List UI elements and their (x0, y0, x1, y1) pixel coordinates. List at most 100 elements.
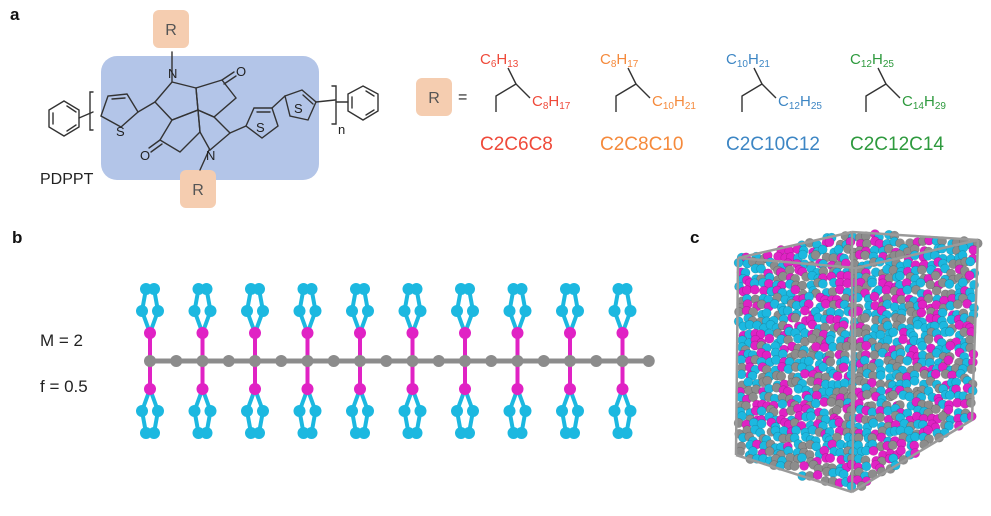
box-bead (806, 411, 816, 422)
f-label: f = 0.5 (40, 377, 88, 396)
box-bead (776, 371, 787, 382)
tip-bead (620, 283, 633, 295)
box-bead (887, 440, 898, 451)
box-bead (916, 307, 927, 318)
backbone-bead (327, 355, 340, 367)
box-bead (756, 406, 767, 416)
tip-bead (293, 405, 306, 417)
box-bead (860, 250, 870, 261)
tip-bead (136, 305, 148, 317)
box-bead (875, 370, 886, 381)
tip-bead (305, 283, 318, 295)
tip-bead (253, 283, 265, 295)
box-bead (789, 461, 800, 471)
box-bead (790, 312, 801, 323)
tip-bead (305, 427, 318, 439)
side-chain-top-formula: C6H13 (480, 51, 519, 70)
side-chain-name: C2C8C10 (600, 134, 683, 155)
backbone-bead (249, 355, 261, 367)
box-bead (861, 461, 872, 472)
box-bead (826, 397, 837, 407)
box-bead (743, 377, 754, 387)
polymer-name: PDPPT (40, 171, 94, 188)
backbone-bead (642, 355, 655, 367)
atom-n-bottom: N (206, 148, 215, 163)
tip-bead (362, 305, 374, 317)
backbone-bead (301, 355, 314, 367)
linker-bead (301, 327, 314, 339)
tip-bead (463, 427, 475, 439)
box-bead (898, 334, 908, 345)
linker-bead (616, 327, 629, 339)
box-bead (800, 305, 810, 316)
tip-bead (451, 305, 463, 317)
tip-bead (620, 427, 633, 439)
tip-bead (414, 305, 427, 317)
atom-o-top: O (236, 64, 246, 79)
box-edge (850, 267, 858, 493)
box-bead (817, 244, 828, 255)
box-edge (851, 230, 979, 242)
box-bead (797, 452, 807, 463)
tip-bead (624, 405, 637, 417)
box-bead (819, 342, 830, 353)
tip-bead (451, 405, 463, 417)
tip-bead (152, 305, 164, 317)
simulation-box (733, 229, 983, 494)
box-bead (777, 399, 788, 409)
tip-bead (200, 283, 213, 295)
box-bead (811, 341, 821, 352)
box-bead (818, 362, 828, 372)
tip-bead (515, 427, 528, 439)
atom-s-middle: S (256, 120, 265, 135)
box-bead (895, 270, 905, 281)
linker-bead (301, 383, 314, 395)
box-bead (896, 313, 907, 324)
box-bead (944, 420, 954, 431)
box-bead (915, 277, 926, 288)
tip-bead (148, 283, 160, 295)
box-bead (964, 270, 975, 281)
tip-bead (358, 283, 370, 295)
box-bead (966, 397, 976, 408)
box-bead (810, 398, 821, 409)
side-chain-top-formula: C8H17 (600, 51, 639, 70)
tip-bead (410, 283, 423, 295)
box-bead (832, 371, 843, 382)
box-edge (737, 230, 853, 260)
box-bead (945, 390, 955, 401)
tip-bead (463, 283, 475, 295)
box-bead (749, 284, 760, 295)
tip-bead (556, 305, 568, 317)
tip-bead (204, 305, 217, 317)
box-bead (810, 250, 821, 260)
side-chain-right-formula: C10H21 (652, 93, 696, 112)
left-phenyl-ring (48, 100, 94, 137)
box-bead (761, 308, 772, 318)
box-bead (930, 369, 941, 379)
tip-bead (410, 427, 423, 439)
linker-bead (249, 383, 261, 395)
tip-bead (148, 427, 160, 439)
box-bead (931, 404, 941, 414)
box-edge (734, 257, 740, 456)
box-bead (862, 389, 872, 400)
tip-bead (358, 427, 370, 439)
atom-n-top: N (168, 66, 177, 81)
linker-bead (564, 327, 576, 339)
box-bead (799, 460, 809, 471)
linker-bead (511, 327, 524, 339)
box-bead (869, 350, 880, 360)
box-bead (917, 299, 928, 310)
side-chain-name: C2C12C14 (850, 134, 944, 155)
tip-bead (257, 405, 269, 417)
side-chain-right-formula: C8H17 (532, 93, 571, 112)
linker-bead (459, 327, 471, 339)
tip-bead (608, 305, 621, 317)
dpp-core (148, 51, 247, 171)
box-bead (800, 368, 810, 379)
repeat-index-n: n (338, 122, 345, 137)
